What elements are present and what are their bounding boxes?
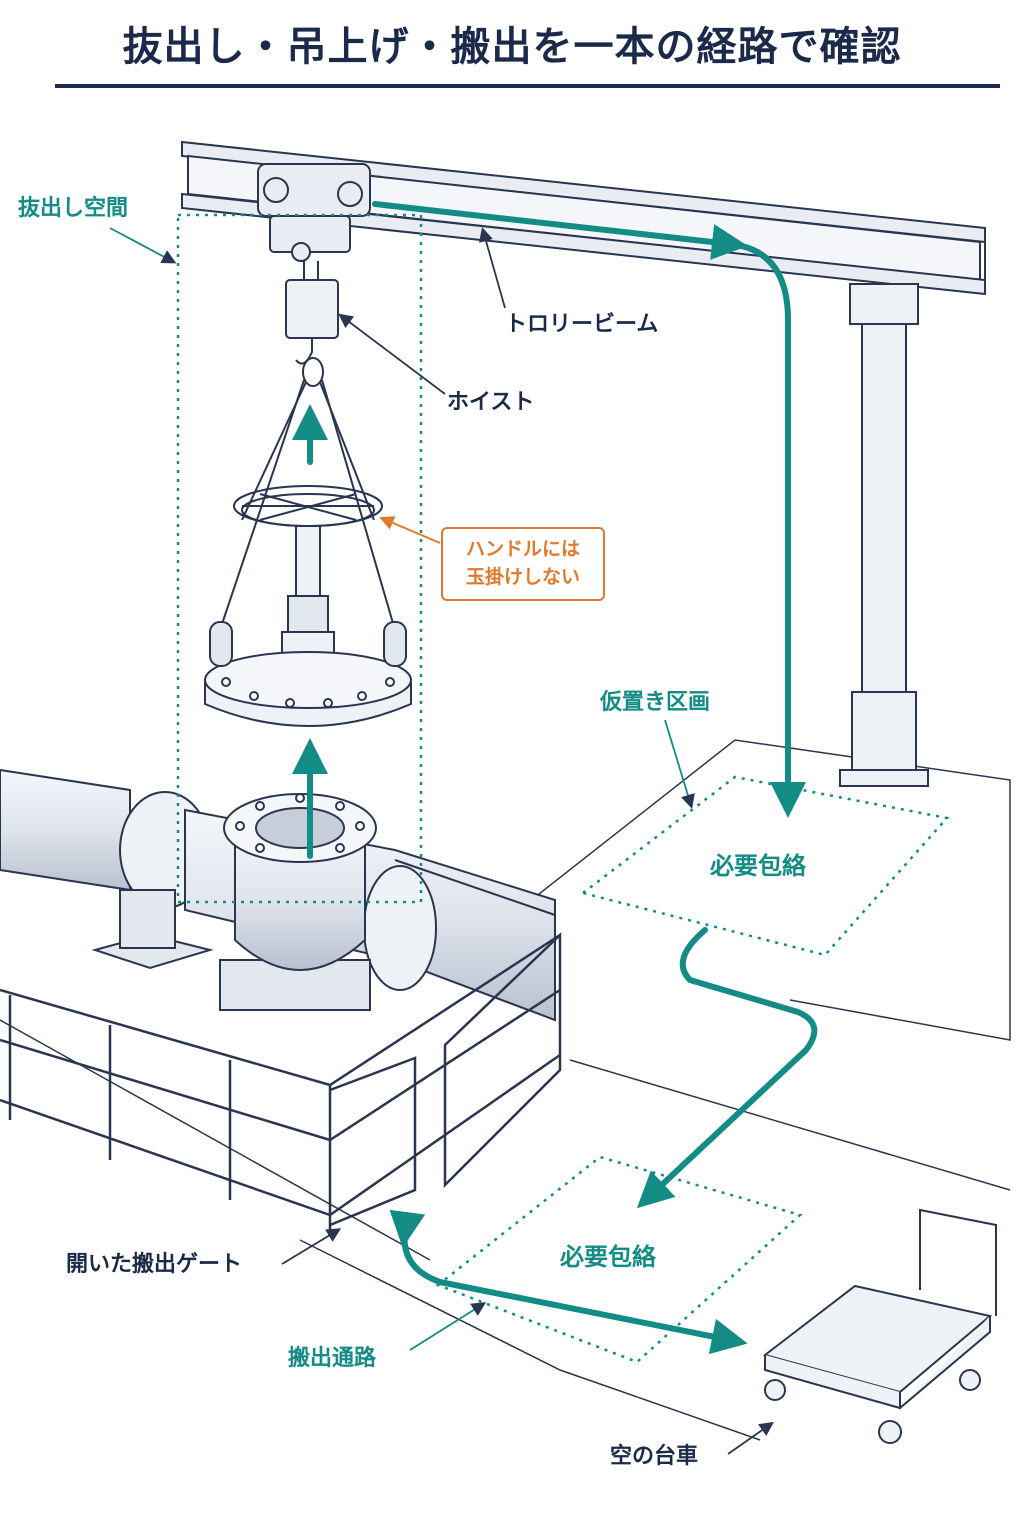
warning-line-2: 玉掛けしない: [465, 566, 580, 588]
leader-lines: [109, 227, 774, 1455]
valve-handwheel: [233, 485, 383, 637]
valve-body: [219, 793, 377, 1011]
label-carry-route: 搬出通路: [288, 1346, 377, 1371]
warning-line-1: ハンドルには: [465, 538, 580, 561]
label-required-envelope-1: 必要包絡: [710, 852, 806, 880]
title-underline: [55, 84, 1000, 88]
trolley: [257, 163, 371, 280]
hoist: [285, 279, 339, 387]
label-staging-area: 仮置き区画: [600, 690, 711, 715]
support-column: [839, 283, 929, 787]
empty-cart: [762, 1208, 997, 1444]
pipe-support: [91, 889, 214, 970]
dotted-zones: [176, 213, 950, 1364]
label-empty-cart: 空の台車: [610, 1444, 699, 1469]
floor: [0, 739, 1011, 1441]
label-trolley-beam: トロリービーム: [505, 312, 659, 337]
page-title: 抜出し・吊上げ・搬出を一本の経路で確認: [122, 24, 902, 70]
warning-callout: ハンドルには 玉掛けしない: [441, 527, 605, 601]
route-arrows: [292, 201, 818, 1355]
label-extraction-space: 抜出し空間: [18, 196, 129, 221]
valve-bonnet: [204, 621, 412, 727]
label-open-gate: 開いた搬出ゲート: [66, 1252, 243, 1277]
label-required-envelope-2: 必要包絡: [560, 1243, 656, 1271]
guard-railing: [0, 932, 562, 1230]
label-hoist: ホイスト: [447, 390, 535, 415]
